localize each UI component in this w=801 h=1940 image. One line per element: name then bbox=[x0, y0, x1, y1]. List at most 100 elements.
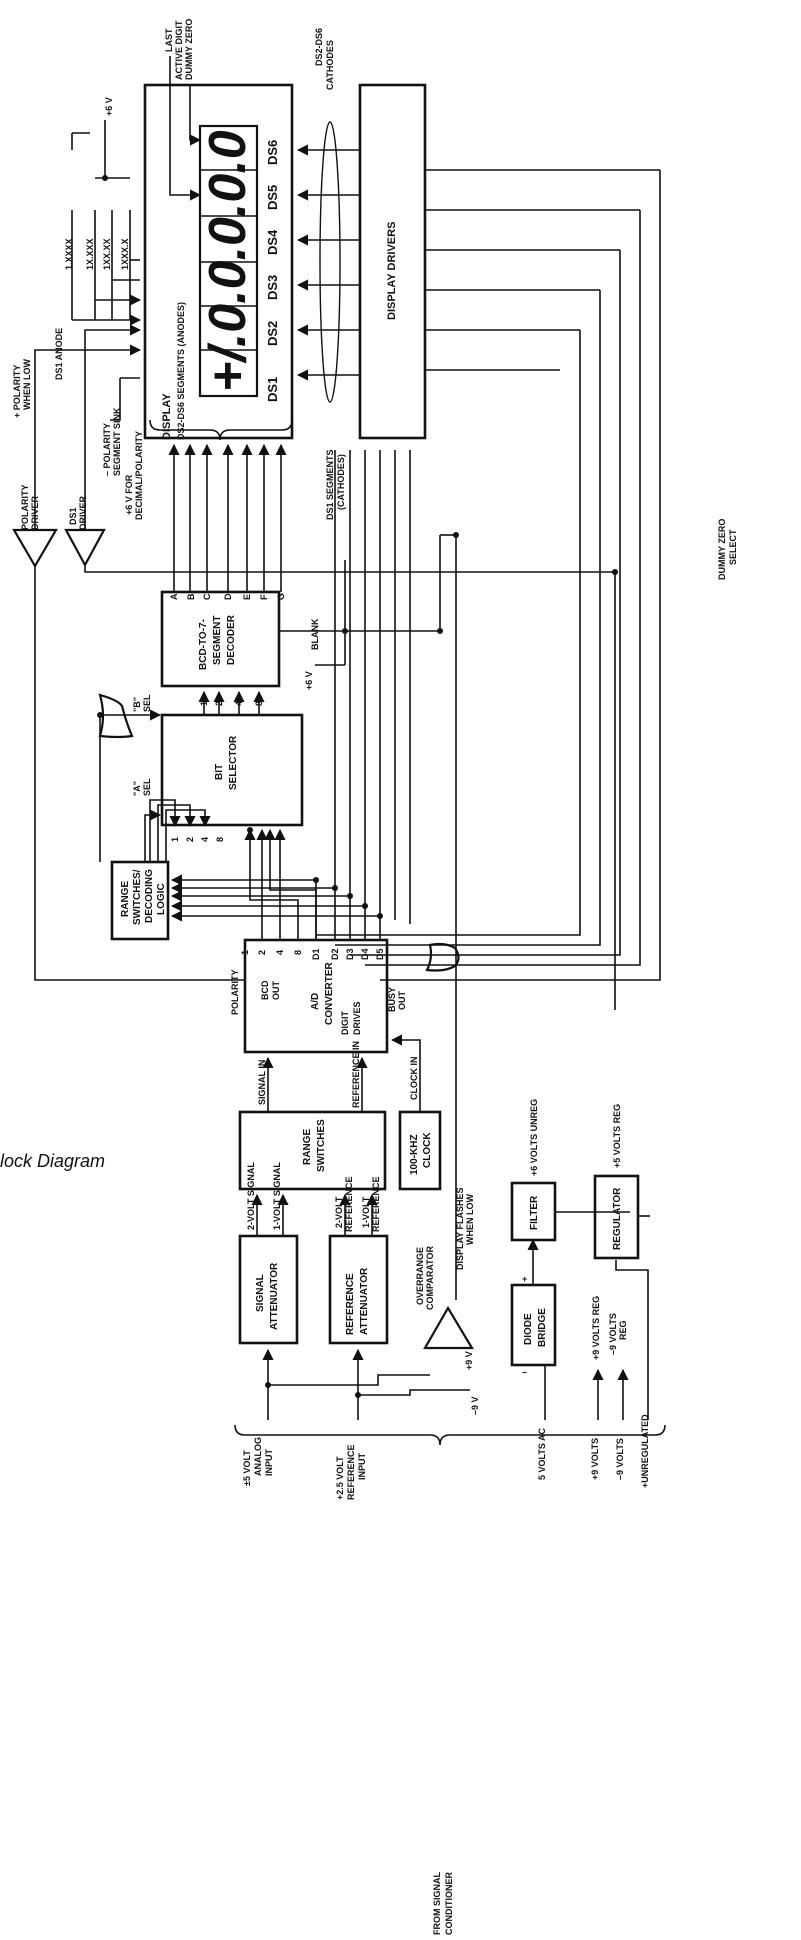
clock-label-1: 100-KHZ bbox=[409, 1134, 420, 1175]
ds2-ds6-cathodes-1: DS2-DS6 bbox=[314, 28, 324, 66]
regulator-block bbox=[593, 1174, 640, 1260]
segment-bus bbox=[168, 443, 287, 592]
ds1-driver-1: DS1 bbox=[68, 507, 78, 525]
reference-in: REFERENCE IN bbox=[351, 1041, 361, 1108]
two-volt-ref-1: 2-VOLT bbox=[334, 1196, 344, 1228]
digit-drives-2: DRIVES bbox=[352, 1001, 362, 1035]
decimal-1xxxx3: 1XX.XX bbox=[102, 238, 112, 270]
digit-ds4: DS4 bbox=[265, 229, 280, 255]
overrange-2: COMPARATOR bbox=[425, 1246, 435, 1310]
decimal-1xxxx4: 1XXX.X bbox=[120, 238, 130, 270]
range-switches-block bbox=[238, 1110, 387, 1191]
decoder-label-1: BCD-TO-7- bbox=[198, 619, 209, 670]
d5: D5 bbox=[375, 948, 385, 960]
minus9-reg-2: REG bbox=[618, 1320, 628, 1340]
signal-in: SIGNAL IN bbox=[257, 1060, 267, 1105]
b-sel-sel: SEL bbox=[142, 694, 152, 712]
analog-input-3: INPUT bbox=[264, 1448, 274, 1476]
bcd-bit-1: 1 bbox=[240, 950, 250, 955]
analog-input-1: ±5 VOLT bbox=[242, 1450, 252, 1486]
dummy-zero-select-1: DUMMY ZERO bbox=[717, 519, 727, 580]
bridge-plus: + bbox=[522, 1274, 527, 1284]
reference-attenuator-block bbox=[328, 1234, 389, 1345]
polarity-driver-1: POLARITY bbox=[20, 484, 30, 530]
minus9-label: –9 VOLTS bbox=[615, 1438, 625, 1480]
clock-in: CLOCK IN bbox=[409, 1057, 419, 1101]
plus-polarity-2: WHEN LOW bbox=[22, 359, 32, 410]
decimal-switches bbox=[71, 120, 142, 326]
d4: D4 bbox=[360, 948, 370, 960]
one-volt-ref-2: REFERENCE bbox=[371, 1176, 381, 1232]
minus9-reg-1: –9 VOLTS bbox=[608, 1313, 618, 1355]
source-1: FROM SIGNAL bbox=[432, 1872, 442, 1935]
bridge-minus: – bbox=[522, 1367, 527, 1377]
a-sel-label: "A" bbox=[132, 781, 142, 796]
filter-label: FILTER bbox=[529, 1195, 540, 1230]
seg-d: D bbox=[223, 593, 233, 600]
ds1-driver-buffer bbox=[64, 528, 106, 568]
display-label: DISPLAY bbox=[161, 393, 173, 440]
decoder-in-1: 1 bbox=[199, 701, 209, 706]
seg-e: E bbox=[242, 594, 252, 600]
regulator-label: REGULATOR bbox=[612, 1187, 623, 1250]
busy-out-1: BUSY bbox=[387, 987, 397, 1012]
caption: lock Diagram bbox=[0, 1151, 105, 1171]
selector-to-decoder bbox=[198, 690, 265, 715]
diode-bridge-label-2: BRIDGE bbox=[537, 1308, 548, 1347]
signal-attenuator-block bbox=[238, 1234, 299, 1345]
source-2: CONDITIONER bbox=[444, 1871, 454, 1935]
ref-input-3: INPUT bbox=[357, 1452, 367, 1480]
ref-input-1: +2.5 VOLT bbox=[335, 1456, 345, 1500]
cathode-lines bbox=[296, 121, 360, 403]
polarity-sink-1: – POLARITY bbox=[102, 423, 112, 476]
display-flashes-1: DISPLAY FLASHES bbox=[455, 1187, 465, 1270]
clock-label-2: CLOCK bbox=[422, 1132, 433, 1168]
digit-drives-1: DIGIT bbox=[340, 1010, 350, 1035]
signal-attenuator-label-2: ATTENUATOR bbox=[269, 1262, 280, 1330]
decoder-in-2: 2 bbox=[214, 701, 224, 706]
busy-out-2: OUT bbox=[397, 991, 407, 1011]
segments-anodes-label: DS2-DS6 SEGMENTS (ANODES) bbox=[176, 302, 186, 440]
range-logic-label-2: SWITCHES/ bbox=[132, 869, 143, 925]
decimal-1xxxx: 1.XXXX bbox=[64, 238, 74, 270]
plus9v-label: +9 V bbox=[464, 1351, 474, 1370]
display-flashes-2: WHEN LOW bbox=[465, 1194, 475, 1245]
seg-c: C bbox=[202, 593, 212, 600]
ds1-cathodes-2: (CATHODES) bbox=[336, 454, 346, 510]
sel-in-2: 2 bbox=[185, 837, 195, 842]
bcd-bit-4: 4 bbox=[275, 950, 285, 955]
digit-ds2: DS2 bbox=[265, 321, 280, 346]
digit-ds5: DS5 bbox=[265, 185, 280, 210]
d1: D1 bbox=[311, 948, 321, 960]
plus9-label: +9 VOLTS bbox=[590, 1438, 600, 1480]
display-drivers-block bbox=[358, 83, 427, 440]
d3: D3 bbox=[345, 948, 355, 960]
b-sel-label: "B" bbox=[132, 697, 142, 712]
diode-bridge-block bbox=[510, 1283, 557, 1367]
junction-dots bbox=[97, 175, 618, 1398]
source-brace bbox=[234, 1424, 666, 1446]
diode-bridge-label-1: DIODE bbox=[523, 1313, 534, 1345]
decimal-polarity-1: +6 V FOR bbox=[124, 474, 134, 515]
decoder-plus6v: +6 V bbox=[304, 671, 314, 690]
selector-label-2: SELECTOR bbox=[228, 735, 239, 790]
digit-ds6: DS6 bbox=[265, 140, 280, 165]
range-logic-label-3: DECODING bbox=[144, 869, 155, 923]
ds1-cathodes-1: DS1 SEGMENTS bbox=[325, 449, 335, 520]
two-volt-signal: 2-VOLT SIGNAL bbox=[246, 1162, 256, 1230]
last-label: LAST bbox=[164, 28, 174, 52]
ac-label: 5 VOLTS AC bbox=[537, 1427, 547, 1480]
seg-b: B bbox=[186, 593, 196, 600]
range-logic-label-1: RANGE bbox=[120, 881, 131, 917]
range-switches-label-1: RANGE bbox=[302, 1129, 313, 1165]
polarity-driver-2: DRIVER bbox=[30, 495, 40, 530]
display-drivers-label: DISPLAY DRIVERS bbox=[386, 222, 398, 320]
polarity-sink-2: SEGMENT SINK bbox=[112, 407, 122, 476]
dummy-zero-label: DUMMY ZERO bbox=[184, 19, 194, 80]
signal-attenuator-label-1: SIGNAL bbox=[255, 1274, 266, 1312]
reference-attenuator-label-1: REFERENCE bbox=[345, 1273, 356, 1335]
ds1-driver-2: DRIVER bbox=[78, 495, 88, 530]
range-switches-label-2: SWITCHES bbox=[316, 1119, 327, 1172]
seg-f: F bbox=[259, 594, 269, 600]
